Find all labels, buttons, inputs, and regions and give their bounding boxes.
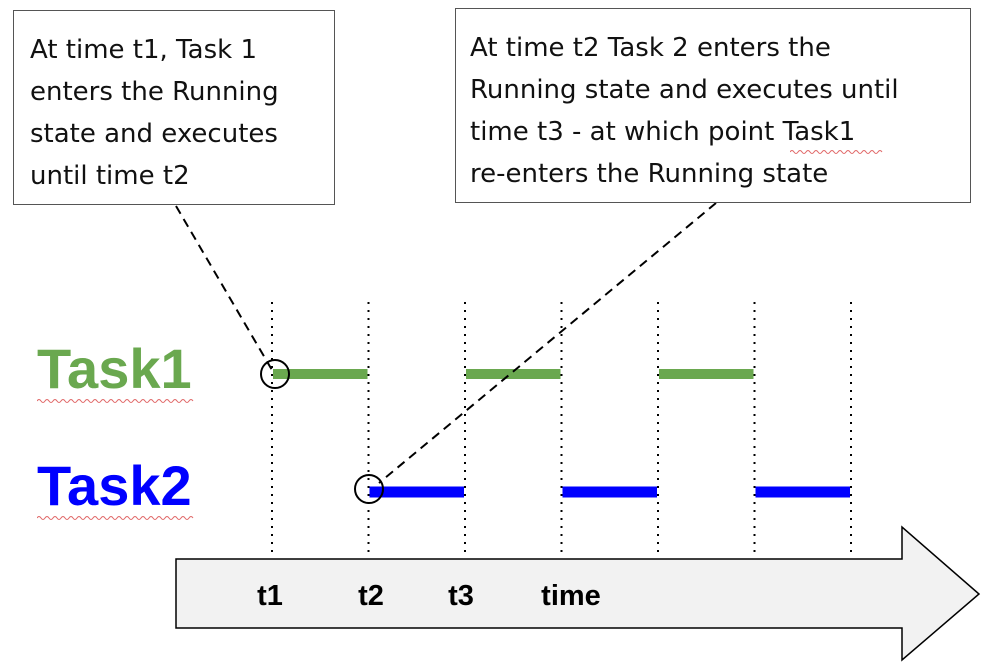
callout-1-line: state and executes	[30, 119, 278, 149]
task1-spellcheck-underline	[37, 399, 194, 403]
task2-label: Task2	[37, 454, 192, 517]
task2-start-marker	[354, 474, 384, 504]
task1-start-marker	[260, 359, 290, 389]
callout-2-line: Running state and executes until	[470, 75, 899, 105]
task1-running-bar	[659, 369, 754, 379]
time-gridlines	[271, 302, 852, 556]
callout-2-connector	[378, 202, 717, 484]
callout-1-line: At time t1, Task 1	[30, 35, 257, 65]
callout-1-line: until time t2	[30, 161, 190, 191]
task2-running-bar	[562, 486, 657, 498]
task1-running-bar	[466, 369, 561, 379]
tick-label-t1: t1	[257, 580, 283, 612]
task2-spellcheck-underline	[37, 516, 194, 520]
callout-2-line: time t3 - at which point Task1	[470, 117, 856, 147]
time-axis-arrow	[175, 525, 981, 662]
callout-1-connector	[175, 205, 273, 371]
running-state-bars	[273, 369, 850, 498]
callout-2-line: re-enters the Running state	[470, 159, 829, 189]
task1-running-bar	[273, 369, 368, 379]
task2-running-bar	[369, 486, 464, 498]
task2-running-bar	[755, 486, 850, 498]
task1-label: Task1	[37, 337, 192, 400]
axis-label-time: time	[541, 580, 601, 612]
tick-label-t3: t3	[448, 580, 474, 612]
callout-2-line: At time t2 Task 2 enters the	[470, 33, 831, 63]
tick-label-t2: t2	[358, 580, 384, 612]
task1-word-spellcheck-underline	[790, 150, 883, 154]
callout-task1-running: At time t1, Task 1 enters the Running st…	[13, 10, 335, 205]
callout-1-line: enters the Running	[30, 77, 279, 107]
callout-task2-running: At time t2 Task 2 enters the Running sta…	[455, 8, 971, 203]
